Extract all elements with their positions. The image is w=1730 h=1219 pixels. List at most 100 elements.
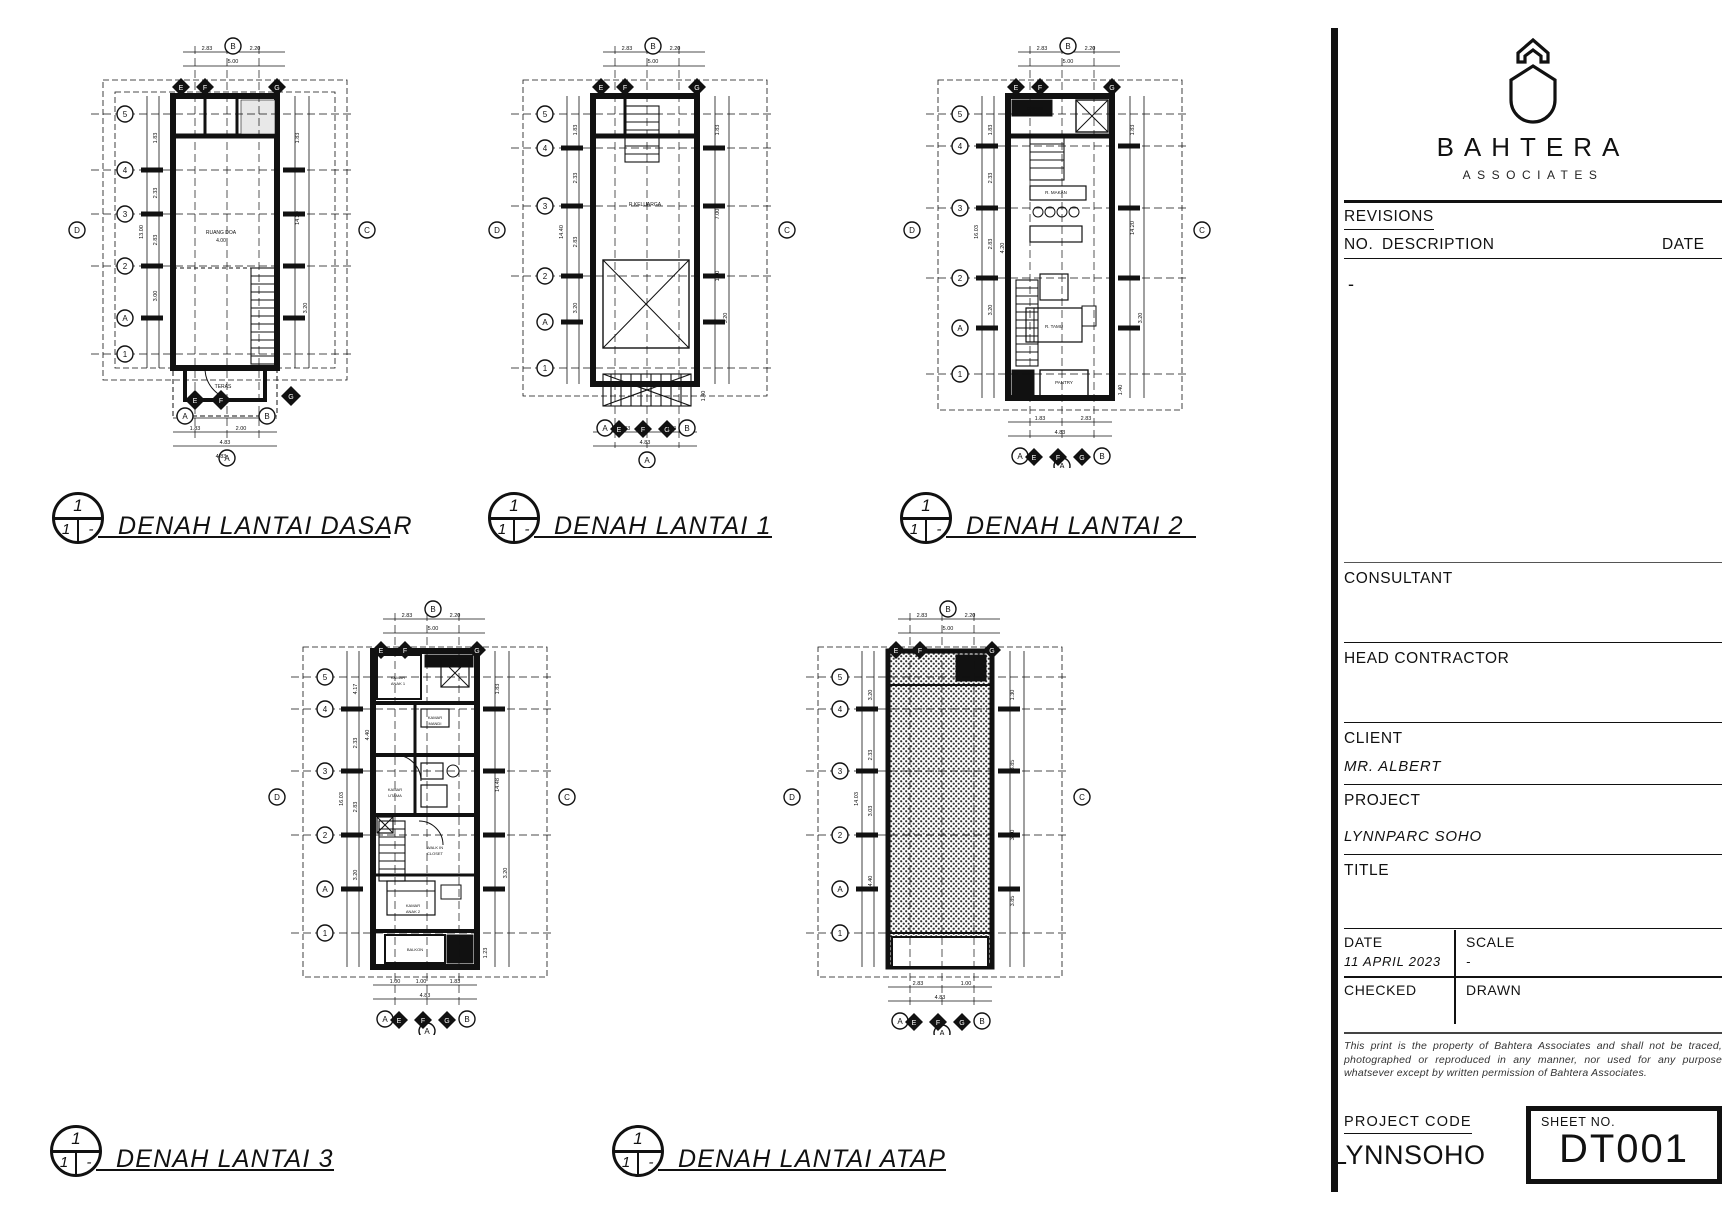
bubble-detail-number: 1: [71, 1129, 81, 1148]
svg-text:5.00: 5.00: [648, 59, 659, 65]
svg-text:D: D: [789, 793, 795, 802]
plan-title-text: DENAH LANTAI ATAP: [678, 1145, 947, 1173]
checked-drawn-separator: [1454, 978, 1456, 1024]
project-value[interactable]: LYNNPARC SOHO: [1344, 828, 1482, 845]
date-value[interactable]: 11 APRIL 2023: [1344, 954, 1441, 969]
bubble-sheet-right: -: [648, 1154, 654, 1171]
bubble-sheet-left: 1: [497, 521, 507, 538]
svg-text:B: B: [1065, 42, 1070, 51]
svg-text:4.40: 4.40: [365, 730, 371, 741]
svg-text:CLOSET: CLOSET: [427, 851, 444, 856]
svg-text:2.20: 2.20: [1085, 46, 1096, 52]
svg-text:3.85: 3.85: [1010, 760, 1016, 771]
date-scale-rule: [1344, 928, 1722, 930]
svg-text:F: F: [1056, 455, 1060, 462]
svg-text:E: E: [179, 85, 184, 92]
svg-text:1.83: 1.83: [620, 426, 631, 432]
svg-text:2.83: 2.83: [153, 235, 159, 246]
svg-text:3: 3: [838, 767, 843, 776]
svg-text:R.KELUARGA: R.KELUARGA: [629, 202, 662, 208]
svg-text:PANTRY: PANTRY: [1055, 380, 1073, 385]
disclaimer-text: This print is the property of Bahtera As…: [1344, 1040, 1722, 1079]
sheet-no-label: SHEET NO.: [1541, 1115, 1616, 1129]
svg-text:A: A: [1017, 452, 1023, 461]
plan-title-rule: [534, 536, 772, 538]
detail-bubble-lantai-2[interactable]: 1 1 -: [900, 492, 952, 544]
svg-text:2: 2: [838, 831, 843, 840]
bubble-sheet-right: -: [86, 1154, 92, 1171]
plan-title-rule: [946, 536, 1196, 538]
plan-drawing-lantai-1: 54 32 A1 B AB A DC EFG EFG 2.: [488, 37, 796, 468]
svg-text:1.83: 1.83: [988, 125, 994, 136]
svg-text:2.83: 2.83: [573, 237, 579, 248]
svg-text:4.83: 4.83: [216, 454, 227, 460]
svg-text:F: F: [918, 648, 922, 655]
svg-text:E: E: [1014, 85, 1019, 92]
svg-text:14.40: 14.40: [559, 225, 565, 239]
plan-title-lantai-1: 1 1 - DENAH LANTAI 1: [488, 492, 788, 544]
svg-text:4: 4: [958, 142, 963, 151]
svg-text:2.20: 2.20: [450, 613, 461, 619]
disclaimer-rule: [1344, 1032, 1722, 1034]
svg-text:3.20: 3.20: [503, 868, 509, 879]
bubble-detail-number: 1: [509, 496, 519, 515]
svg-text:A: A: [1059, 462, 1065, 468]
svg-text:A: A: [224, 454, 230, 463]
svg-text:2.83: 2.83: [353, 802, 359, 813]
svg-text:E: E: [1032, 455, 1037, 462]
detail-bubble-lantai-atap[interactable]: 1 1 -: [612, 1125, 664, 1177]
svg-text:G: G: [959, 1020, 964, 1027]
svg-text:2.33: 2.33: [988, 173, 994, 184]
plan-title-text: DENAH LANTAI 2: [966, 512, 1184, 540]
svg-text:A: A: [837, 885, 843, 894]
svg-text:A: A: [542, 318, 548, 327]
svg-text:G: G: [274, 85, 279, 92]
logo-divider: [1344, 200, 1722, 203]
plan-title-rule: [658, 1169, 946, 1171]
svg-text:5: 5: [958, 110, 963, 119]
svg-text:3.85: 3.85: [1010, 896, 1016, 907]
svg-text:3.03: 3.03: [868, 806, 874, 817]
title-block: BAHTERA ASSOCIATES REVISIONS NO. DESCRIP…: [1330, 0, 1730, 1219]
svg-text:4.83: 4.83: [935, 995, 946, 1001]
svg-text:A: A: [182, 412, 188, 421]
svg-text:F: F: [641, 427, 645, 434]
date-label: DATE: [1344, 934, 1383, 950]
svg-text:F: F: [219, 398, 223, 405]
svg-text:B: B: [684, 424, 689, 433]
svg-text:E: E: [894, 648, 899, 655]
client-value[interactable]: MR. ALBERT: [1344, 758, 1442, 775]
revisions-header-rule: [1344, 258, 1722, 260]
consultant-rule: [1344, 562, 1722, 564]
project-code-label: PROJECT CODE: [1344, 1114, 1472, 1134]
svg-text:2.00: 2.00: [236, 426, 247, 432]
detail-bubble-lantai-dasar[interactable]: 1 1 -: [52, 492, 104, 544]
plan-drawing-lantai-dasar: 54 32 A1 B AB A DC EFG EFG: [68, 37, 376, 467]
svg-text:3.20: 3.20: [723, 313, 729, 324]
svg-text:2.83: 2.83: [402, 613, 413, 619]
scale-label: SCALE: [1466, 934, 1515, 950]
scale-value[interactable]: -: [1466, 954, 1472, 969]
revisions-col-no: NO.: [1344, 236, 1374, 253]
svg-text:B: B: [464, 1015, 469, 1024]
detail-bubble-lantai-1[interactable]: 1 1 -: [488, 492, 540, 544]
svg-text:4: 4: [838, 705, 843, 714]
svg-text:4.83: 4.83: [640, 440, 651, 446]
drawn-label: DRAWN: [1466, 982, 1522, 998]
bubble-vertical-divider: [75, 1151, 77, 1175]
svg-text:G: G: [694, 85, 699, 92]
checked-drawn-rule: [1344, 976, 1722, 978]
svg-text:B: B: [650, 42, 655, 51]
svg-text:4.40: 4.40: [868, 876, 874, 887]
detail-bubble-lantai-3[interactable]: 1 1 -: [50, 1125, 102, 1177]
svg-text:A: A: [957, 324, 963, 333]
svg-text:16.03: 16.03: [974, 225, 980, 239]
svg-text:4.83: 4.83: [420, 993, 431, 999]
svg-text:3.20: 3.20: [988, 305, 994, 316]
